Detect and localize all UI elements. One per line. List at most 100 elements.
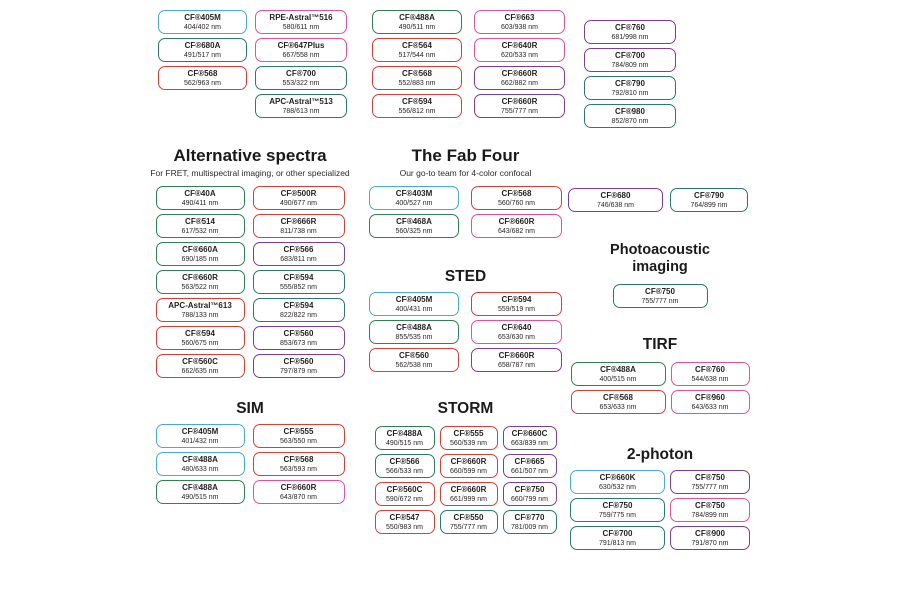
dye-name: CF®488A (399, 12, 435, 22)
dye-wavelengths: 480/633 nm (181, 465, 219, 473)
dye-wavelengths: 791/870 nm (691, 539, 729, 547)
dye-name: CF®594 (185, 328, 215, 338)
dye-name: CF®660R (501, 68, 538, 78)
dye-name: CF®700 (602, 528, 633, 538)
section-alternative-spectra: Alternative spectra For FRET, multispect… (140, 146, 360, 378)
dye-name: CF®566 (389, 456, 420, 466)
dye-name: CF®750 (695, 500, 725, 510)
dye-wavelengths: 617/532 nm (181, 227, 219, 235)
dye-wavelengths: 661/999 nm (450, 495, 487, 503)
section-title: 2-photon (626, 446, 694, 463)
dye-wavelengths: 755/777 nm (691, 483, 729, 491)
dye-wavelengths: 563/550 nm (280, 437, 317, 445)
dye-name: CF®660R (498, 216, 535, 226)
dye-wavelengths: 755/777 nm (501, 107, 538, 115)
dye-wavelengths: 781/009 nm (511, 523, 548, 531)
dye-name: CF®568 (603, 392, 633, 402)
dye-name: CF®594 (402, 96, 432, 106)
dye-name: CF®568 (501, 188, 532, 198)
dye-name: CF®666R (280, 216, 317, 226)
dye-wavelengths: 653/630 nm (498, 333, 535, 341)
dye-wavelengths: 562/538 nm (395, 361, 433, 369)
dye-name: CF®568 (283, 454, 314, 464)
dye-name: CF®665 (514, 456, 545, 466)
dye-name: CF®40A (184, 188, 216, 198)
dye-wavelengths: 603/938 nm (501, 23, 538, 31)
dye-name: CF®980 (615, 106, 645, 116)
dye-name: CF®560C (386, 484, 423, 494)
dye-wavelengths: 566/533 nm (386, 467, 423, 475)
dye-name: CF®555 (453, 428, 484, 438)
dye-name: CF®564 (402, 40, 432, 50)
dye-wavelengths: 755/777 nm (450, 523, 487, 531)
dye-name: CF®660R (450, 456, 487, 466)
dye-name: RPE-Astral™516 (269, 12, 333, 22)
dye-wavelengths: 490/511 nm (398, 23, 436, 31)
dye-name: CF®594 (283, 272, 314, 282)
section-title: The Fab Four (411, 146, 520, 165)
dye-wavelengths: 559/519 nm (498, 305, 535, 313)
dye-name: CF®405M (181, 426, 219, 436)
dye-name: CF®640 (501, 322, 532, 332)
dye-name: CF®594 (501, 294, 532, 304)
dye-name: CF®680A (184, 40, 221, 50)
dye-name: CF®760 (615, 22, 645, 32)
dye-name: CF®700 (286, 68, 316, 78)
dye-name: CF®750 (514, 484, 545, 494)
dye-wavelengths: 667/558 nm (282, 51, 320, 59)
dye-name: CF®403M (395, 188, 433, 198)
section-title: Alternative spectra (173, 146, 327, 165)
dye-wavelengths: 788/613 nm (282, 107, 320, 115)
dye-name: CF®790 (694, 190, 724, 200)
dye-wavelengths: 553/322 nm (282, 79, 320, 87)
dye-wavelengths: 560/675 nm (181, 339, 219, 347)
dye-wavelengths: 563/522 nm (181, 283, 219, 291)
dye-name: CF®680 (600, 190, 631, 200)
